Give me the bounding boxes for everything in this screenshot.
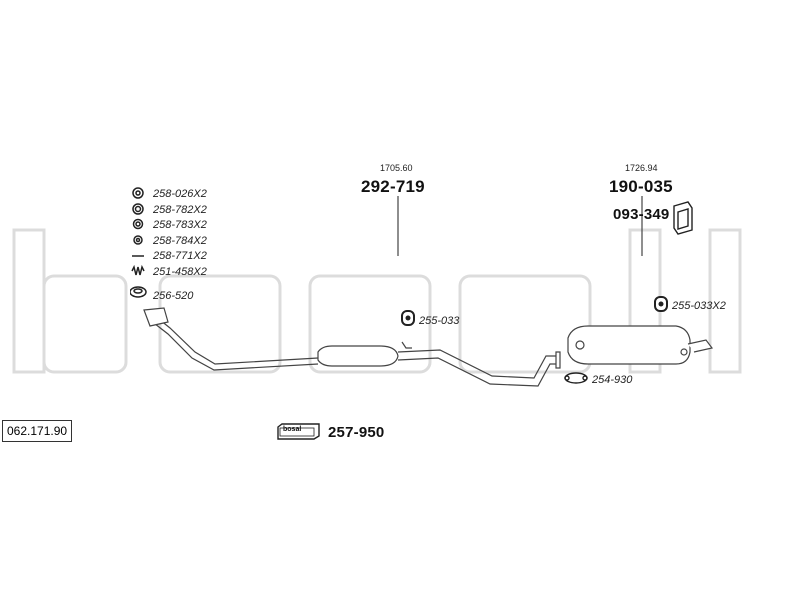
rear-section-ref: 1726.94 [625,163,658,173]
small-part-label: 256-520 [153,290,194,302]
rear-bracket-part[interactable]: 093-349 [613,206,670,223]
small-part-label: 258-783X2 [153,219,207,231]
bosal-kit-icon [277,423,320,440]
rear-section-part[interactable]: 190-035 [609,177,673,196]
small-part-label: 251-458X2 [153,266,207,278]
rubber-mount-icon [654,296,668,312]
middle-section-part[interactable]: 292-719 [361,177,425,196]
rear-mount-label: 255-033X2 [672,300,726,312]
kit-brand: bosal [283,426,302,433]
spring-icon [131,264,145,276]
middle-mount-label: 255-033 [419,315,460,327]
bracket-icon [673,201,693,235]
small-part-label: 258-784X2 [153,235,207,247]
small-parts-icons [130,187,147,298]
gasket-ring-icon [130,286,147,298]
middle-section-ref: 1705.60 [380,163,413,173]
nut-icon [132,187,144,199]
small-part-label: 258-782X2 [153,204,207,216]
catalog-number: 062.171.90 [2,420,73,442]
clamp-icon [564,372,588,384]
rubber-mount-icon [401,310,415,326]
washer-icon [132,218,144,230]
small-part-label: 258-026X2 [153,188,207,200]
small-part-label: 258-771X2 [153,250,207,262]
bosal-watermark [12,228,742,374]
washer-icon [132,203,144,215]
assembly-kit-part[interactable]: 257-950 [328,424,385,441]
washer-icon [133,235,143,245]
clamp-label: 254-930 [592,374,633,386]
